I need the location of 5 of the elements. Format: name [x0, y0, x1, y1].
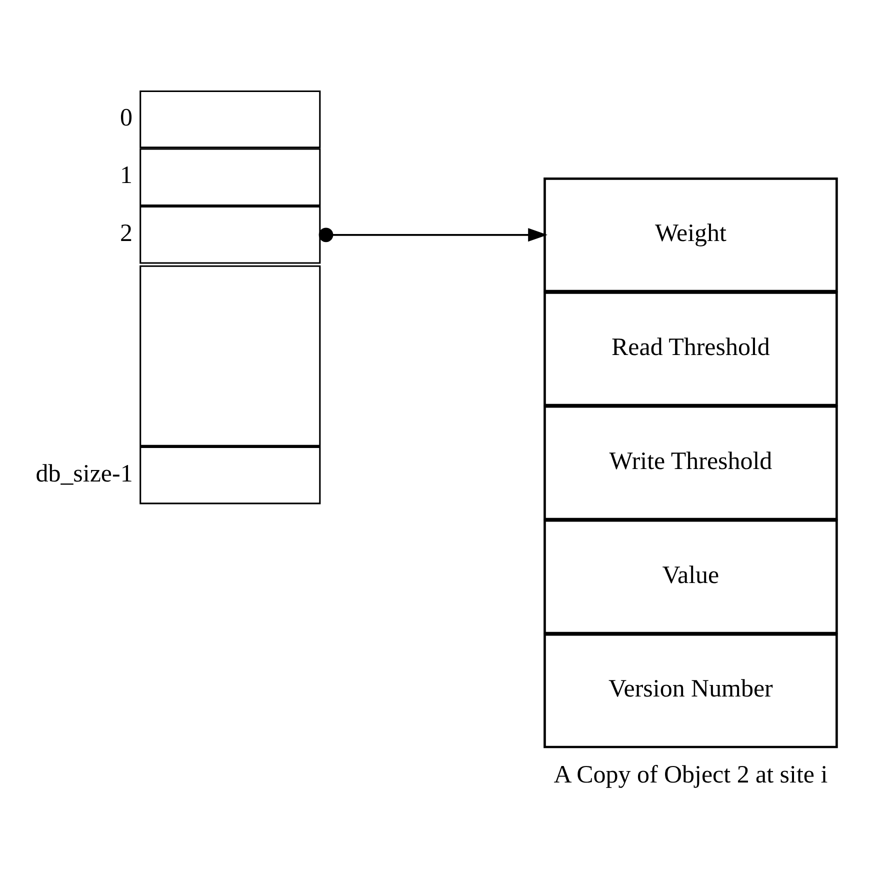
label: A Copy of Object 2 at site i	[554, 762, 828, 789]
node-label: 0	[120, 104, 133, 132]
node-label: 1	[120, 162, 133, 190]
node-label: 2	[120, 220, 133, 247]
node-label: db_size-1	[36, 460, 133, 488]
